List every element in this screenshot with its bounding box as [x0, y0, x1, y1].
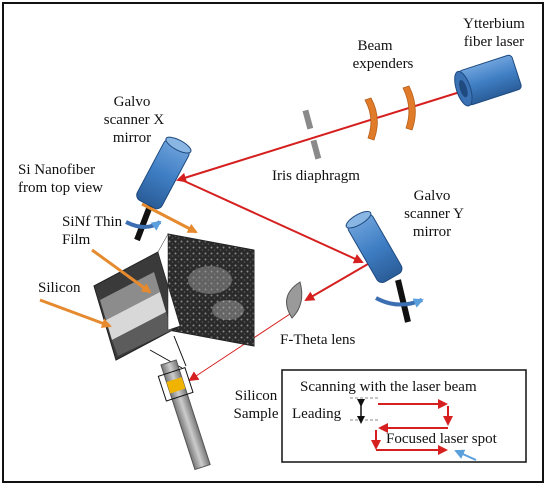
laser-beam-to-ftheta	[304, 263, 369, 302]
laser-label-line1: Ytterbium	[463, 16, 525, 32]
sinf-top-view-image	[167, 233, 255, 347]
expander-label-line2: expenders	[353, 56, 414, 72]
galvo-y-label-line3: mirror	[413, 224, 451, 240]
ftheta-lens-icon	[286, 281, 303, 319]
sample-label-line2: Sample	[234, 406, 279, 422]
spot-pointer-arrow	[454, 449, 477, 461]
inset-title: Scanning with the laser beam	[300, 379, 477, 395]
laser-beam-to-galvo-y	[181, 179, 364, 264]
galvo-y-label-line1: Galvo	[414, 188, 451, 204]
galvo-x-label-line2: scanner X	[104, 112, 165, 128]
beam-expander-lens-1	[402, 85, 416, 131]
leading-label: Leading	[292, 406, 342, 422]
zoom-line-right	[173, 335, 187, 367]
fiber-laser-icon	[454, 54, 522, 107]
galvo-x-label-line1: Galvo	[114, 94, 151, 110]
laser-label-line2: fiber laser	[464, 34, 524, 50]
nanofiber-pointer-arrow	[141, 202, 198, 234]
expander-label-line1: Beam	[358, 38, 393, 54]
nanofiber-label-line1: Si Nanofiber	[18, 162, 95, 178]
iris-blade-bottom	[310, 139, 322, 160]
silicon-sample-icon	[157, 359, 211, 471]
panel-separator	[157, 233, 181, 331]
iris-label: Iris diaphragm	[272, 168, 360, 184]
galvo-y-mirror-icon	[345, 210, 424, 323]
film-pointer-arrow	[91, 248, 152, 294]
scanning-inset: Scanning with the laser beam Leading Foc…	[281, 369, 527, 463]
nanofiber-label-line2: from top view	[18, 180, 103, 196]
galvo-x-label-line3: mirror	[113, 130, 151, 146]
iris-blade-top	[302, 109, 314, 130]
film-label-line2: Film	[62, 232, 91, 248]
galvo-y-label-line2: scanner Y	[404, 206, 464, 222]
silicon-pointer-arrow	[39, 298, 112, 328]
galvo-x-mirror-icon	[125, 136, 192, 242]
laser-beam-to-sample	[188, 309, 297, 382]
sample-label-line1: Silicon	[235, 388, 278, 404]
laser-beam-to-galvo-x	[176, 91, 461, 183]
silicon-label: Silicon	[38, 280, 81, 296]
beam-expander-lens-2	[364, 97, 378, 141]
ftheta-label: F-Theta lens	[280, 332, 356, 348]
spot-label: Focused laser spot	[386, 431, 498, 447]
film-label-line1: SiNf Thin	[62, 214, 123, 230]
